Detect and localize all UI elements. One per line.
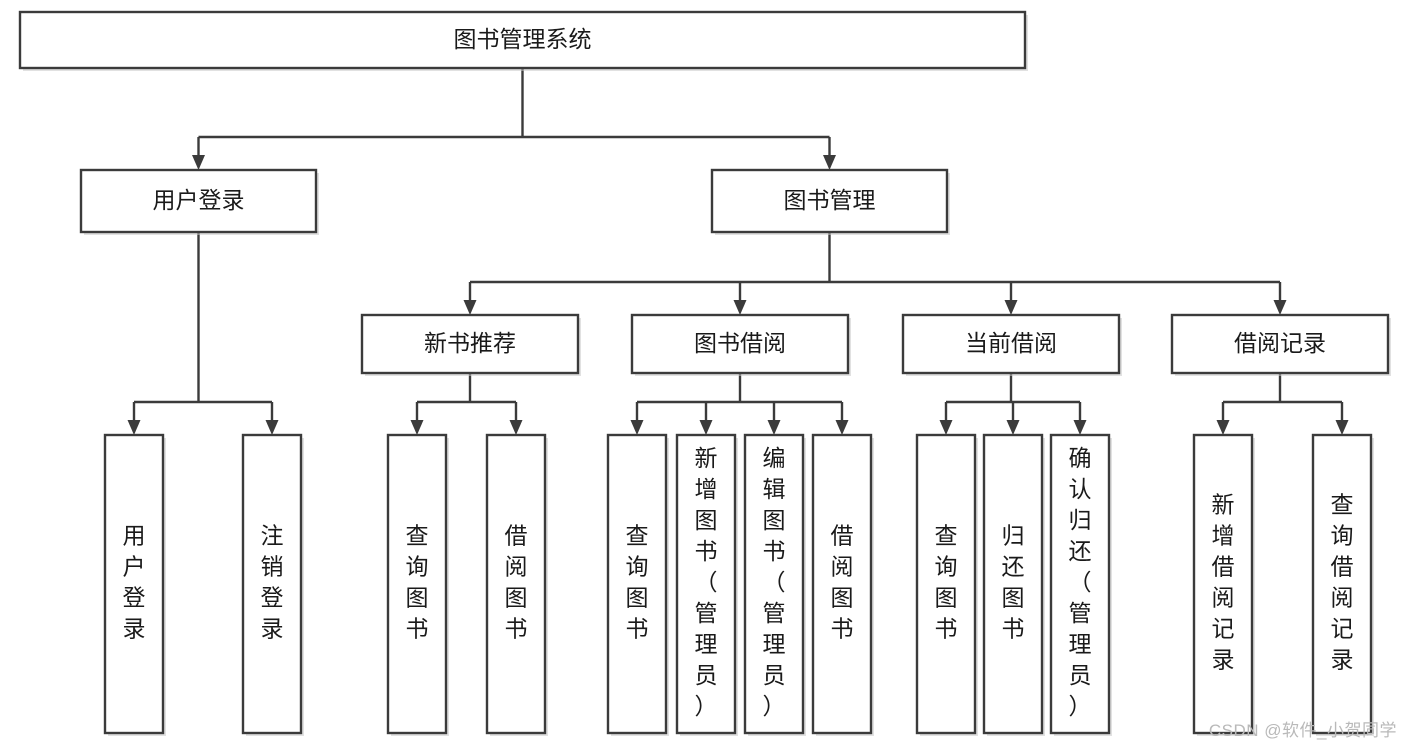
node-border <box>630 313 850 375</box>
node-border <box>743 433 805 735</box>
node-border <box>811 433 873 735</box>
node-borrow-records[interactable]: 借阅记录 <box>1170 313 1391 376</box>
node-new-book-recommend[interactable]: 新书推荐 <box>360 313 581 376</box>
node-label: 图书管理 <box>784 187 876 213</box>
node-border <box>103 433 165 735</box>
node-book-borrow[interactable]: 图书借阅 <box>630 313 851 376</box>
node-border <box>485 433 547 735</box>
node-leaf-add-borrow-rec[interactable]: 新增借阅记录 <box>1192 433 1255 736</box>
node-label: 确认归还（管理员） <box>1069 445 1092 719</box>
node-border <box>710 168 949 234</box>
node-label: 用户登录 <box>123 523 146 642</box>
node-leaf-add-book-admin[interactable]: 新增图书（管理员） <box>675 433 738 736</box>
node-label: 新增图书（管理员） <box>695 445 718 719</box>
nodes-layer: 图书管理系统用户登录图书管理新书推荐图书借阅当前借阅借阅记录用户登录注销登录查询… <box>18 10 1391 736</box>
node-label: 当前借阅 <box>965 330 1057 356</box>
node-label: 查询图书 <box>626 523 649 642</box>
node-leaf-query-book-1[interactable]: 查询图书 <box>386 433 449 736</box>
node-label: 新书推荐 <box>424 330 516 356</box>
node-current-borrow[interactable]: 当前借阅 <box>901 313 1122 376</box>
node-leaf-query-book-3[interactable]: 查询图书 <box>915 433 978 736</box>
node-border <box>241 433 303 735</box>
node-leaf-query-book-2[interactable]: 查询图书 <box>606 433 669 736</box>
node-border <box>18 10 1027 70</box>
edges-layer <box>127 68 1349 435</box>
node-border <box>915 433 977 735</box>
node-label: 编辑图书（管理员） <box>763 445 786 719</box>
node-label: 查询图书 <box>935 523 958 642</box>
node-leaf-query-borrow-rec[interactable]: 查询借阅记录 <box>1311 433 1374 736</box>
node-label: 借阅记录 <box>1234 330 1326 356</box>
node-label: 图书管理系统 <box>454 26 592 52</box>
node-label: 图书借阅 <box>694 330 786 356</box>
watermark-label: CSDN @软件_小贺同学 <box>1208 721 1397 740</box>
node-border <box>982 433 1044 735</box>
node-border <box>79 168 318 234</box>
node-label: 归还图书 <box>1002 523 1025 642</box>
node-label: 借阅图书 <box>831 523 854 642</box>
node-label: 注销登录 <box>261 523 284 642</box>
node-label: 新增借阅记录 <box>1212 492 1235 673</box>
node-leaf-return-book[interactable]: 归还图书 <box>982 433 1045 736</box>
node-border <box>675 433 737 735</box>
node-label: 用户登录 <box>153 187 245 213</box>
node-label: 借阅图书 <box>505 523 528 642</box>
node-border <box>606 433 668 735</box>
node-border <box>1049 433 1111 735</box>
node-label: 查询图书 <box>406 523 429 642</box>
node-book-management[interactable]: 图书管理 <box>710 168 950 235</box>
node-leaf-borrow-book-1[interactable]: 借阅图书 <box>485 433 548 736</box>
node-border <box>901 313 1121 375</box>
node-border <box>1311 433 1373 735</box>
node-leaf-edit-book-admin[interactable]: 编辑图书（管理员） <box>743 433 806 736</box>
node-border <box>1170 313 1390 375</box>
node-user-login[interactable]: 用户登录 <box>79 168 319 235</box>
node-leaf-logout-login[interactable]: 注销登录 <box>241 433 304 736</box>
node-leaf-confirm-return[interactable]: 确认归还（管理员） <box>1049 433 1112 736</box>
node-border <box>1192 433 1254 735</box>
node-border <box>360 313 580 375</box>
node-root[interactable]: 图书管理系统 <box>18 10 1028 71</box>
node-border <box>386 433 448 735</box>
node-label: 查询借阅记录 <box>1331 492 1354 673</box>
node-leaf-user-login[interactable]: 用户登录 <box>103 433 166 736</box>
node-leaf-borrow-book-2[interactable]: 借阅图书 <box>811 433 874 736</box>
